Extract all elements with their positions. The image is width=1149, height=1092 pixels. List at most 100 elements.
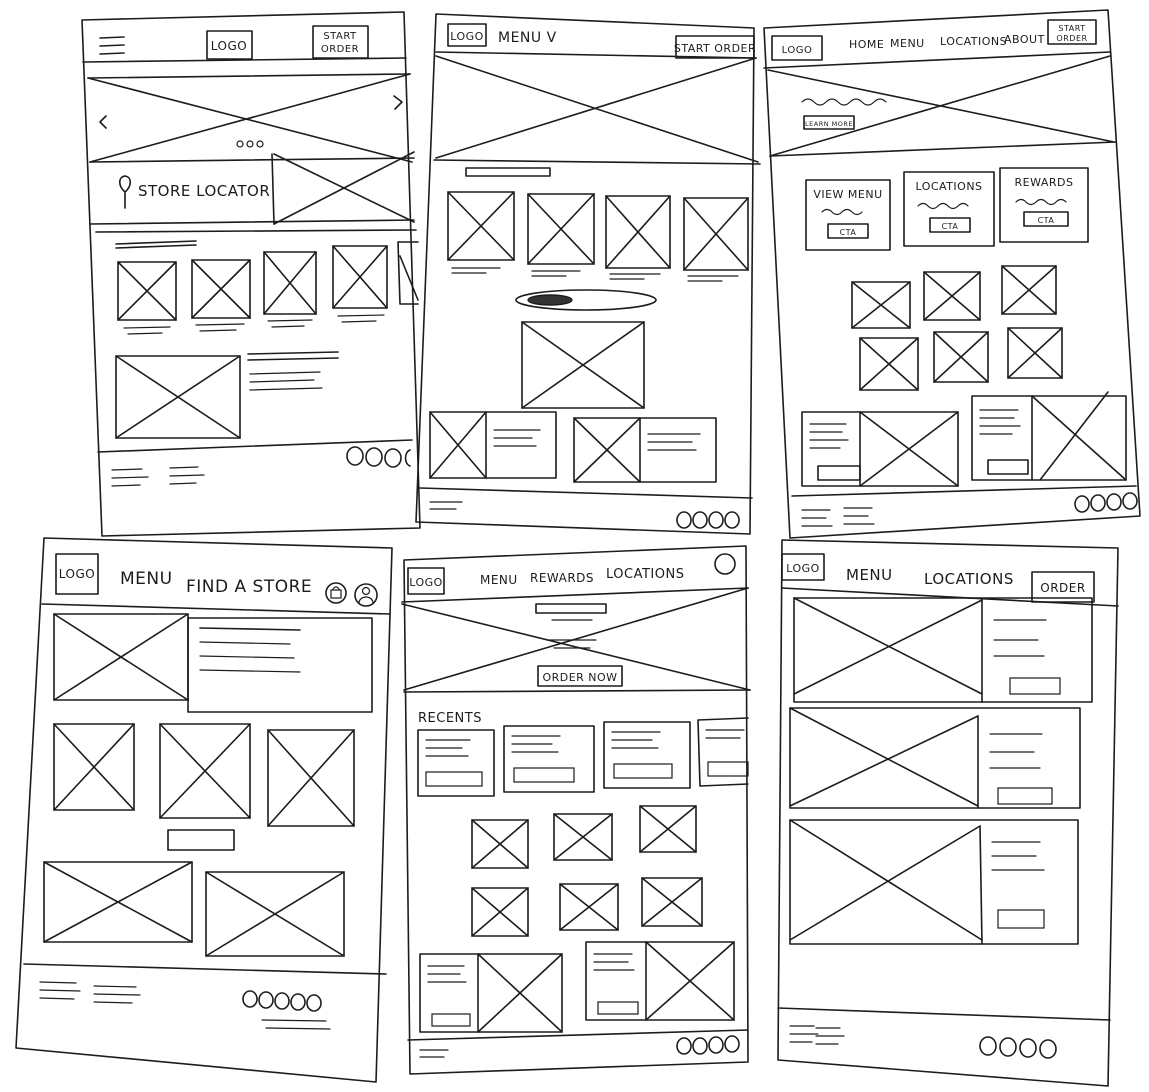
social-icons[interactable] bbox=[1074, 492, 1138, 513]
content-row-3 bbox=[789, 819, 1079, 945]
nav-menu[interactable]: MENU bbox=[846, 566, 893, 584]
feature-text-lines bbox=[247, 351, 339, 391]
content-row-2 bbox=[789, 707, 1081, 809]
menu-dropdown[interactable]: MENU V bbox=[498, 30, 557, 46]
card-cta-label: CTA bbox=[840, 228, 857, 237]
start-order-line-1: START bbox=[1058, 24, 1085, 33]
logo-text: LOGO bbox=[782, 45, 813, 56]
logo-box: LOGO bbox=[407, 567, 445, 595]
view-more-button[interactable] bbox=[167, 829, 235, 851]
hamburger-menu-icon[interactable] bbox=[99, 36, 125, 55]
wireframe-3: LOGO HOME MENU LOCATIONS ABOUT START ORD… bbox=[763, 9, 1141, 539]
logo-text: LOGO bbox=[409, 576, 443, 589]
wireframe-4: LOGO MENU FIND A STORE bbox=[15, 537, 393, 1083]
start-order-line-2: ORDER bbox=[321, 44, 359, 55]
pill-toggle-active bbox=[527, 294, 573, 306]
product-grid bbox=[851, 265, 1063, 391]
store-image-placeholder bbox=[273, 151, 415, 225]
nav-menu[interactable]: MENU bbox=[480, 573, 518, 587]
feature-image-placeholder bbox=[115, 355, 241, 439]
location-pin-icon bbox=[118, 175, 132, 209]
hero-carousel-placeholder bbox=[87, 73, 415, 163]
carousel-prev-icon[interactable] bbox=[99, 115, 107, 129]
pill-toggle[interactable] bbox=[515, 289, 657, 311]
logo-text: LOGO bbox=[59, 567, 95, 581]
account-icon[interactable] bbox=[354, 583, 378, 607]
wireframe-6: LOGO MENU LOCATIONS ORDER bbox=[777, 539, 1119, 1087]
promo-images bbox=[43, 861, 345, 957]
product-grid bbox=[471, 805, 703, 937]
logo-box: LOGO bbox=[447, 23, 487, 47]
learn-more-button[interactable]: LEARN MORE bbox=[803, 115, 855, 130]
social-icons[interactable] bbox=[676, 511, 740, 529]
card-title: VIEW MENU bbox=[813, 188, 882, 201]
card-title: LOCATIONS bbox=[915, 180, 982, 193]
hero-text-lines bbox=[199, 627, 301, 673]
nav-find-a-store[interactable]: FIND A STORE bbox=[186, 577, 312, 597]
social-icons[interactable] bbox=[346, 446, 411, 468]
thumbnail-captions bbox=[123, 314, 385, 335]
social-icons[interactable] bbox=[242, 990, 322, 1012]
start-order-button[interactable]: START ORDER bbox=[1047, 19, 1097, 45]
social-icons[interactable] bbox=[676, 1035, 740, 1055]
order-now-button[interactable]: ORDER NOW bbox=[537, 665, 623, 687]
recents-heading: RECENTS bbox=[418, 711, 482, 726]
nav-about[interactable]: ABOUT bbox=[1004, 33, 1045, 46]
thumbnail-captions bbox=[451, 267, 739, 282]
section-heading-bar bbox=[465, 167, 551, 177]
hero-headline-bar bbox=[535, 603, 607, 614]
logo-box: LOGO bbox=[781, 553, 825, 581]
account-icon[interactable] bbox=[714, 553, 736, 575]
nav-rewards[interactable]: REWARDS bbox=[530, 571, 594, 585]
product-thumbnails bbox=[447, 191, 749, 271]
card-view-menu[interactable]: VIEW MENU CTA bbox=[805, 179, 891, 251]
hero-headline-scribble bbox=[801, 98, 887, 106]
logo-text: LOGO bbox=[786, 562, 820, 575]
carousel-next-icon[interactable] bbox=[393, 95, 403, 110]
promo-card-right bbox=[573, 417, 717, 483]
promo-card-right bbox=[971, 391, 1127, 481]
nav-locations[interactable]: LOCATIONS bbox=[606, 567, 684, 582]
cart-icon[interactable] bbox=[325, 582, 347, 604]
logo-box: LOGO bbox=[771, 35, 823, 61]
card-rewards[interactable]: REWARDS CTA bbox=[999, 167, 1089, 243]
order-label: ORDER bbox=[1040, 581, 1085, 595]
wireframe-2: LOGO MENU V START ORDER bbox=[415, 13, 761, 535]
start-order-button[interactable]: START ORDER bbox=[312, 25, 369, 59]
promo-card-left bbox=[801, 411, 959, 487]
card-title: REWARDS bbox=[1015, 176, 1074, 189]
learn-more-label: LEARN MORE bbox=[805, 120, 853, 128]
featured-image-placeholder bbox=[521, 321, 645, 409]
start-order-button[interactable]: START ORDER bbox=[674, 35, 756, 59]
start-order-line-1: START bbox=[323, 31, 357, 42]
logo-text: LOGO bbox=[450, 30, 484, 43]
nav-home[interactable]: HOME bbox=[849, 38, 884, 51]
recent-cards bbox=[417, 717, 749, 797]
hero-text-panel bbox=[187, 617, 373, 713]
logo-box: LOGO bbox=[55, 553, 99, 595]
hero-image-placeholder bbox=[433, 55, 761, 165]
social-icons[interactable] bbox=[979, 1036, 1057, 1059]
store-locator-label[interactable]: STORE LOCATOR bbox=[138, 182, 270, 200]
product-tiles bbox=[53, 723, 355, 827]
promo-card-right bbox=[585, 941, 735, 1021]
card-cta-label: CTA bbox=[1038, 216, 1055, 225]
nav-locations[interactable]: LOCATIONS bbox=[924, 570, 1014, 588]
promo-card-left bbox=[429, 411, 557, 479]
start-order-line-2: ORDER bbox=[1056, 34, 1087, 43]
nav-locations[interactable]: LOCATIONS bbox=[940, 35, 1007, 48]
start-order-label: START ORDER bbox=[674, 42, 756, 55]
order-now-label: ORDER NOW bbox=[542, 671, 617, 684]
content-row-1 bbox=[793, 597, 1093, 703]
card-locations[interactable]: LOCATIONS CTA bbox=[903, 171, 995, 247]
nav-menu[interactable]: MENU bbox=[890, 37, 925, 50]
nav-menu[interactable]: MENU bbox=[120, 569, 173, 589]
hero-image-placeholder bbox=[401, 587, 751, 693]
product-thumbnails bbox=[117, 241, 419, 321]
carousel-dots-icon[interactable] bbox=[236, 140, 264, 148]
hero-image-placeholder bbox=[53, 613, 189, 701]
order-button[interactable]: ORDER bbox=[1031, 571, 1095, 603]
hero-image-placeholder bbox=[767, 55, 1117, 157]
wireframe-1: LOGO START ORDER STORE LOCATOR bbox=[81, 11, 421, 537]
